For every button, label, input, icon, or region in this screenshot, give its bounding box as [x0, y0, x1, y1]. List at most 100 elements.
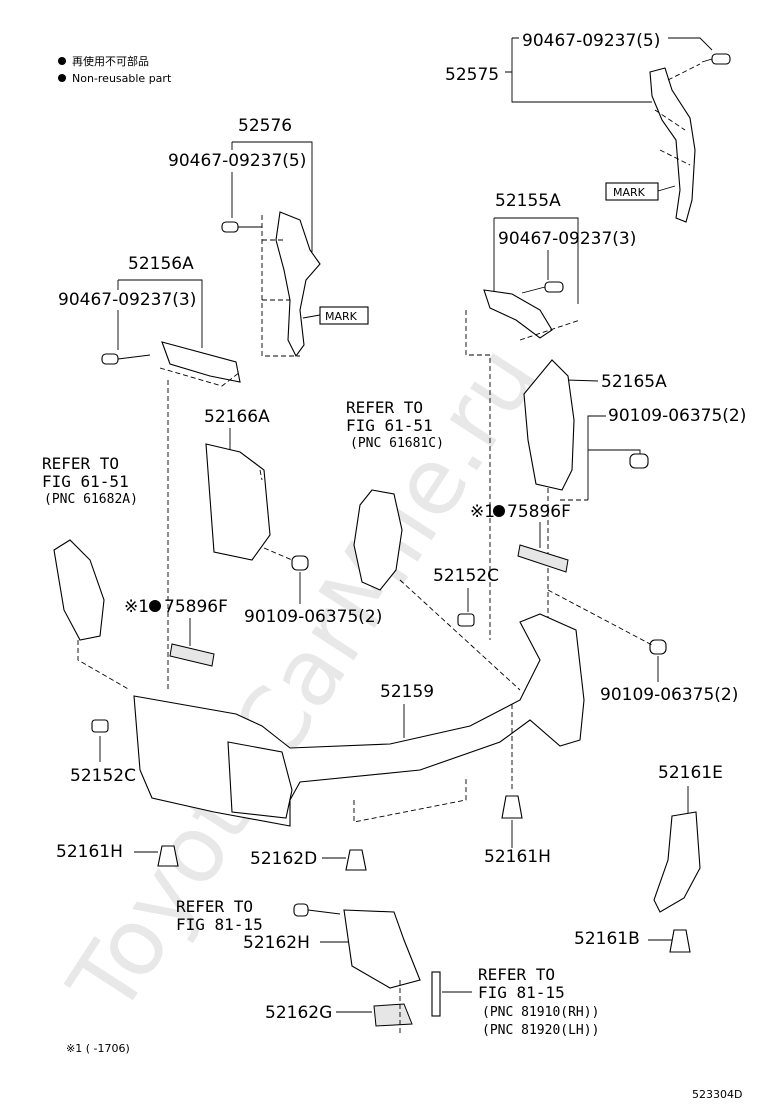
- mark-box-upper: [605, 182, 659, 201]
- guide-lines: [259, 469, 293, 561]
- label-52152C-left[interactable]: 52152C: [70, 766, 136, 786]
- ref-left-line3: (PNC 61682A): [44, 492, 138, 507]
- footnote: ※1 ( -1706): [66, 1042, 130, 1055]
- screw-icon: [629, 453, 649, 469]
- bracket-52575[interactable]: [649, 67, 696, 223]
- stripe-75896F-right[interactable]: [517, 544, 569, 573]
- label-52152C-right[interactable]: 52152C: [433, 566, 499, 586]
- reflector-center[interactable]: [353, 489, 403, 591]
- guide-lines: [547, 589, 653, 646]
- reflector-left[interactable]: [53, 539, 105, 641]
- clip-icon: [157, 845, 179, 867]
- ref-center-line1[interactable]: REFER TO: [346, 398, 423, 417]
- label-bolt-52155A[interactable]: 90467-09237(3): [498, 229, 636, 249]
- mark-label-upper: MARK: [613, 186, 646, 199]
- screw-icon: [293, 903, 341, 917]
- label-52162G[interactable]: 52162G: [265, 1003, 332, 1023]
- clip-icon: [501, 795, 523, 819]
- label-52161H-right[interactable]: 52161H: [484, 847, 551, 867]
- leader-mark-upper: [657, 185, 676, 192]
- clip-icon: [345, 849, 367, 871]
- label-52156A[interactable]: 52156A: [128, 254, 194, 274]
- legend-bullet-icon: [58, 57, 66, 65]
- leader-52575: [505, 37, 713, 103]
- note-mark-right: ※1: [470, 502, 495, 522]
- bolt-icon: [521, 281, 564, 294]
- label-52161H-left[interactable]: 52161H: [56, 842, 123, 862]
- label-screw-52165A[interactable]: 90109-06375(2): [608, 406, 746, 426]
- legend-line-ja: 再使用不可部品: [72, 54, 149, 68]
- label-75896F-right[interactable]: 75896F: [507, 502, 571, 522]
- note-mark-left: ※1: [124, 597, 149, 617]
- mark-label-mid: MARK: [325, 310, 358, 323]
- label-screw-right[interactable]: 90109-06375(2): [600, 685, 738, 705]
- leader-52156A: [117, 279, 203, 350]
- clip-icon: [91, 719, 109, 733]
- leader-52165A: [565, 379, 599, 382]
- bracket-52162H[interactable]: [343, 909, 421, 989]
- guide-lines: [159, 367, 241, 387]
- label-52161B[interactable]: 52161B: [574, 929, 640, 949]
- stripe-75896F-left[interactable]: [169, 643, 215, 667]
- leader-mark-mid: [302, 314, 321, 319]
- reflector-bottom: [431, 971, 441, 1017]
- guide-lines: [399, 579, 521, 691]
- ref-lower-line2[interactable]: FIG 81-15: [176, 915, 263, 934]
- guide-lines: [77, 380, 169, 691]
- label-75896F-left[interactable]: 75896F: [164, 597, 228, 617]
- screw-icon: [649, 639, 667, 655]
- label-52155A[interactable]: 52155A: [495, 191, 561, 211]
- label-52162D[interactable]: 52162D: [250, 849, 317, 869]
- watermark: ToyotaCarMile.ru: [48, 327, 558, 1033]
- ref-lower-line1[interactable]: REFER TO: [176, 897, 253, 916]
- mark-box-mid: [319, 306, 369, 325]
- leader-52576: [231, 141, 313, 252]
- ref-left-line2[interactable]: FIG 61-51: [42, 472, 129, 491]
- bracket-52155A[interactable]: [483, 289, 553, 339]
- guide-lines: [261, 215, 300, 357]
- label-bolt-52576[interactable]: 90467-09237(5): [168, 151, 306, 171]
- ref-center-line2[interactable]: FIG 61-51: [346, 416, 433, 435]
- bolt-icon: [221, 221, 262, 233]
- label-52165A[interactable]: 52165A: [601, 372, 667, 392]
- label-52575[interactable]: 52575: [445, 65, 499, 85]
- bracket-52156A[interactable]: [161, 341, 241, 383]
- garnish-52166A[interactable]: [205, 443, 271, 561]
- guide-lines: [654, 63, 701, 166]
- ref-bottom-line3: (PNC 81910(RH)): [482, 1005, 599, 1020]
- screw-icon: [291, 555, 309, 571]
- clip-icon: [457, 613, 475, 627]
- ref-bottom-line1[interactable]: REFER TO: [478, 965, 555, 984]
- ref-bottom-line4: (PNC 81920(LH)): [482, 1023, 599, 1038]
- ref-bottom-line2[interactable]: FIG 81-15: [478, 983, 565, 1002]
- bracket-52576[interactable]: [275, 211, 321, 358]
- label-screw-52166A[interactable]: 90109-06375(2): [244, 607, 382, 627]
- label-52576[interactable]: 52576: [238, 116, 292, 136]
- non-reusable-icon: [493, 505, 505, 517]
- ref-left-line1[interactable]: REFER TO: [42, 454, 119, 473]
- label-bolt-52575[interactable]: 90467-09237(5): [522, 31, 660, 51]
- legend-line-en: Non-reusable part: [72, 72, 172, 85]
- legend-bullet-icon: [58, 74, 66, 82]
- label-52159[interactable]: 52159: [380, 682, 434, 702]
- label-bolt-52156A[interactable]: 90467-09237(3): [58, 290, 196, 310]
- garnish-52165A[interactable]: [523, 359, 575, 491]
- label-52166A[interactable]: 52166A: [204, 407, 270, 427]
- garnish-52161E[interactable]: [653, 811, 701, 913]
- clip-icon: [669, 929, 691, 953]
- leader-52155A: [493, 217, 579, 304]
- label-52161E[interactable]: 52161E: [658, 763, 723, 783]
- bolt-icon: [701, 53, 731, 65]
- pad-52162G[interactable]: [373, 1003, 413, 1027]
- ref-center-line3: (PNC 61681C): [350, 436, 444, 451]
- diagram-id: 523304D: [692, 1088, 742, 1101]
- bumper-corner-left: [227, 741, 293, 819]
- guide-lines: [353, 776, 467, 823]
- leader-screw-52165A: [587, 415, 641, 500]
- non-reusable-icon: [149, 600, 161, 612]
- label-52162H[interactable]: 52162H: [243, 933, 310, 953]
- bolt-icon: [101, 353, 151, 365]
- guide-lines: [465, 310, 581, 640]
